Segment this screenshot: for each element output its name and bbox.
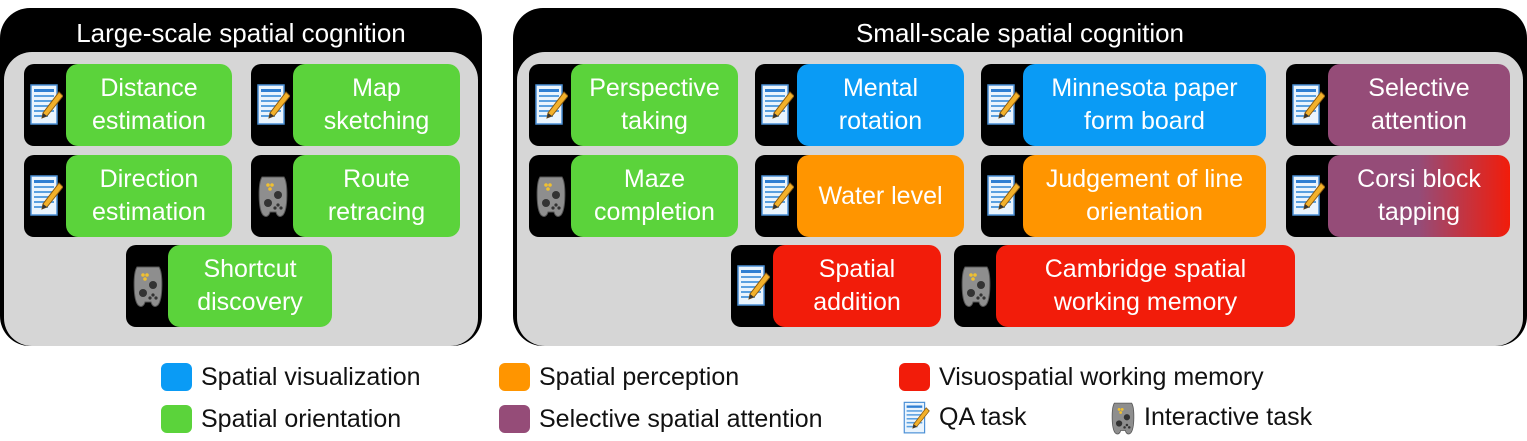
- task-judgement-of-line-orientation: Judgement of line orientation: [981, 155, 1266, 237]
- legend-label-qa-task: QA task: [939, 403, 1027, 431]
- qa-doc-icon: [29, 173, 64, 219]
- task-label: Selective attention: [1328, 64, 1510, 146]
- task-label: Corsi block tapping: [1328, 155, 1510, 237]
- task-label: Cambridge spatial working memory: [996, 245, 1295, 327]
- qa-doc-icon: [256, 82, 291, 128]
- task-label: Map sketching: [293, 64, 460, 146]
- task-corsi-block-tapping: Corsi block tapping: [1286, 155, 1510, 237]
- small-scale-title: Small-scale spatial cognition: [855, 18, 1185, 48]
- task-map-sketching: Map sketching: [251, 64, 460, 146]
- task-cambridge-spatial-working-memory: Cambridge spatial working memory: [954, 245, 1295, 327]
- gamepad-icon: [1108, 400, 1138, 436]
- task-mental-rotation: Mental rotation: [755, 64, 964, 146]
- gamepad-icon: [959, 263, 993, 309]
- task-label: Route retracing: [293, 155, 460, 237]
- qa-doc-icon: [901, 400, 931, 436]
- task-label: Distance estimation: [66, 64, 232, 146]
- task-label: Mental rotation: [797, 64, 964, 146]
- legend-label-spatial-perception: Spatial perception: [539, 363, 740, 391]
- qa-doc-icon: [1291, 82, 1326, 128]
- task-spatial-addition: Spatial addition: [731, 245, 941, 327]
- task-shortcut-discovery: Shortcut discovery: [126, 245, 332, 327]
- legend-label-spatial-orientation: Spatial orientation: [201, 405, 402, 433]
- task-water-level: Water level: [755, 155, 964, 237]
- legend-label-visuospatial-working-memory: Visuospatial working memory: [939, 363, 1264, 391]
- task-label: Maze completion: [571, 155, 738, 237]
- task-selective-attention: Selective attention: [1286, 64, 1510, 146]
- legend-label-spatial-visualization: Spatial visualization: [201, 363, 421, 391]
- task-perspective-taking: Perspective taking: [529, 64, 738, 146]
- gamepad-icon: [256, 173, 290, 219]
- task-label: Shortcut discovery: [168, 245, 332, 327]
- legend-swatch-spatial-visualization: [161, 363, 192, 391]
- qa-doc-icon: [534, 82, 569, 128]
- task-label: Spatial addition: [773, 245, 941, 327]
- legend-label-selective-spatial-attention: Selective spatial attention: [539, 405, 823, 433]
- qa-doc-icon: [760, 82, 795, 128]
- legend-swatch-spatial-perception: [499, 363, 530, 391]
- qa-doc-icon: [986, 82, 1021, 128]
- task-distance-estimation: Distance estimation: [24, 64, 232, 146]
- task-route-retracing: Route retracing: [251, 155, 460, 237]
- qa-doc-icon: [1291, 173, 1326, 219]
- qa-doc-icon: [736, 263, 771, 309]
- qa-doc-icon: [986, 173, 1021, 219]
- legend-swatch-visuospatial-working-memory: [899, 363, 930, 391]
- task-label: Judgement of line orientation: [1023, 155, 1266, 237]
- large-scale-title: Large-scale spatial cognition: [76, 18, 406, 48]
- legend-label-interactive-task: Interactive task: [1144, 403, 1313, 431]
- task-label: Direction estimation: [66, 155, 232, 237]
- legend-swatch-selective-spatial-attention: [499, 405, 530, 433]
- task-label: Perspective taking: [571, 64, 738, 146]
- gamepad-icon: [131, 263, 165, 309]
- task-label: Water level: [797, 155, 964, 237]
- legend-swatch-spatial-orientation: [161, 405, 192, 433]
- gamepad-icon: [534, 173, 568, 219]
- task-direction-estimation: Direction estimation: [24, 155, 232, 237]
- qa-doc-icon: [760, 173, 795, 219]
- task-minnesota-paper-form-board: Minnesota paper form board: [981, 64, 1266, 146]
- qa-doc-icon: [29, 82, 64, 128]
- task-label: Minnesota paper form board: [1023, 64, 1266, 146]
- task-maze-completion: Maze completion: [529, 155, 738, 237]
